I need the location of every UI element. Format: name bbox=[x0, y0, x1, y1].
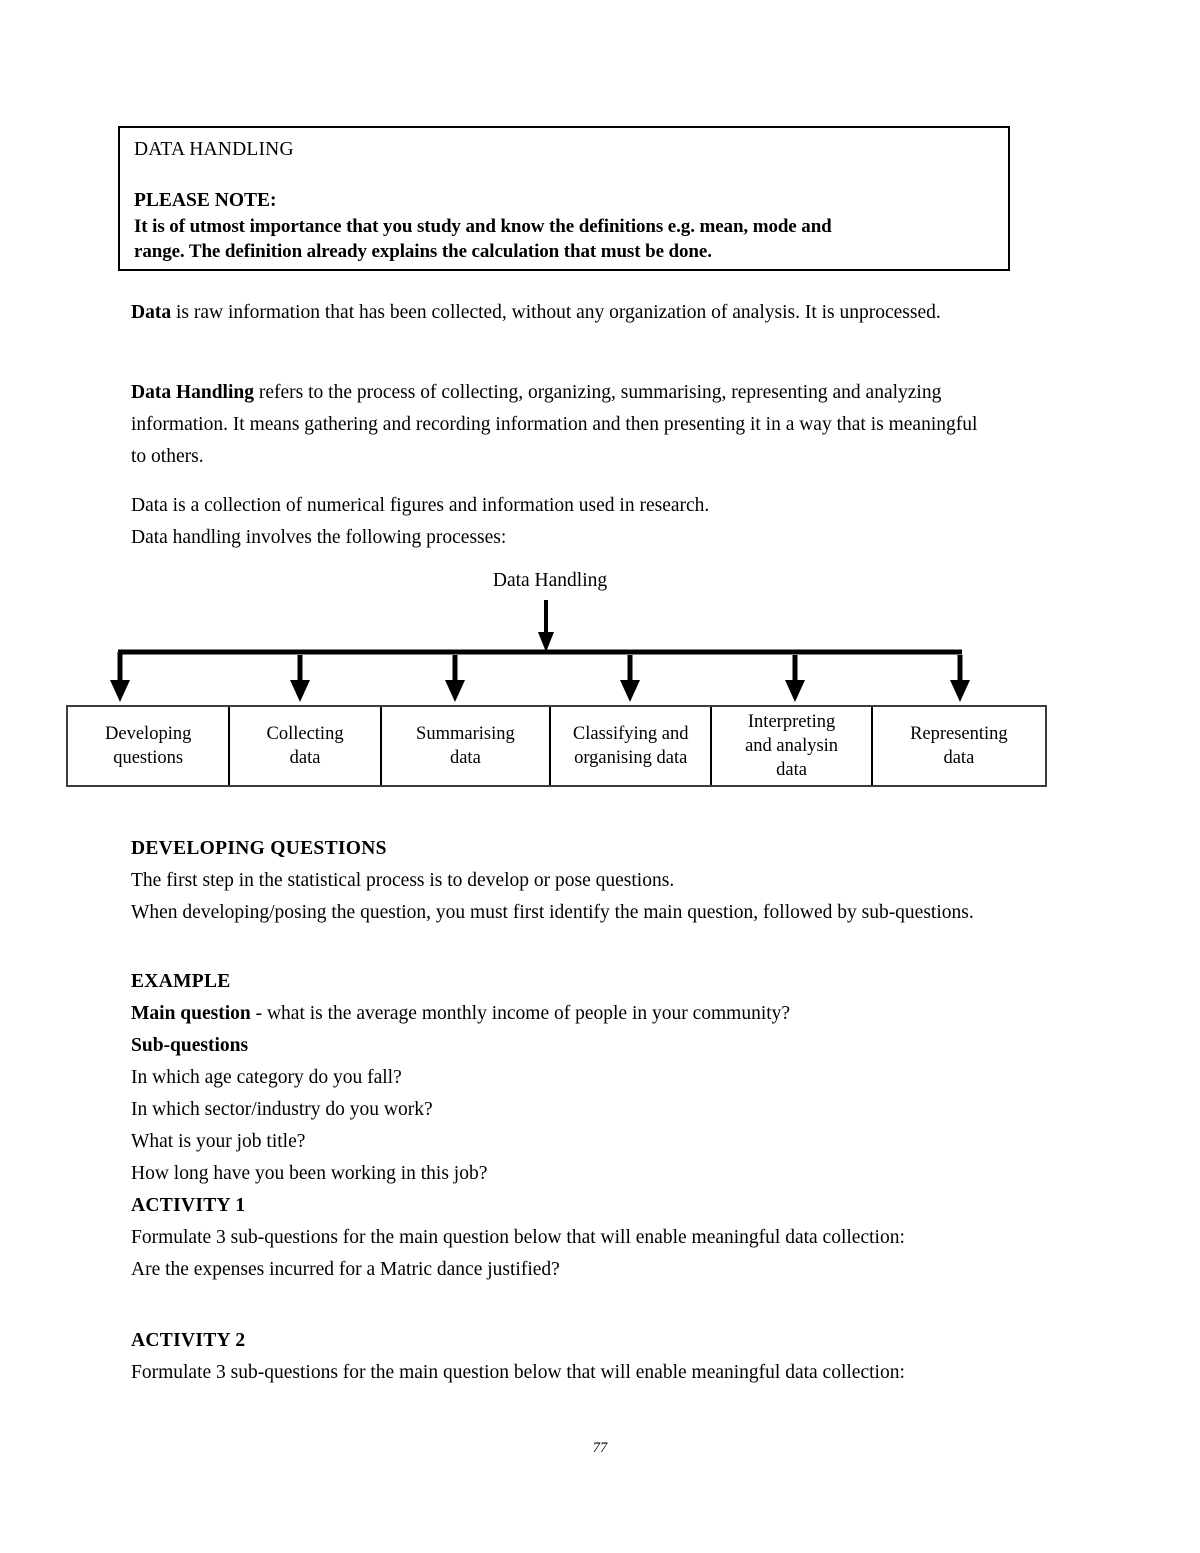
section-activity-1: ACTIVITY 1 Formulate 3 sub-questions for… bbox=[131, 1190, 1001, 1286]
page-number: 77 bbox=[592, 1440, 608, 1456]
please-note-box: DATA HANDLING PLEASE NOTE: It is of utmo… bbox=[118, 126, 1010, 271]
data-definition: is raw information that has been collect… bbox=[171, 302, 941, 323]
section-activity-2: ACTIVITY 2 Formulate 3 sub-questions for… bbox=[131, 1325, 1001, 1389]
notice-line-1: It is of utmost importance that you stud… bbox=[134, 215, 832, 237]
activity-1-question: Are the expenses incurred for a Matric d… bbox=[131, 1259, 560, 1280]
collection-line-2: Data handling involves the following pro… bbox=[131, 527, 507, 548]
flowchart-root-label: Data Handling bbox=[492, 570, 608, 591]
data-handling-term: Data Handling bbox=[131, 382, 254, 403]
example-main-question: Main question - what is the average mont… bbox=[131, 998, 1001, 1030]
developing-questions-heading: DEVELOPING QUESTIONS bbox=[131, 838, 387, 859]
data-handling-definition: refers to the process of collecting, org… bbox=[131, 382, 978, 467]
activity-2-heading: ACTIVITY 2 bbox=[131, 1330, 246, 1351]
section-developing-questions: DEVELOPING QUESTIONS The first step in t… bbox=[131, 833, 1001, 929]
section-example: EXAMPLE Main question - what is the aver… bbox=[131, 966, 1001, 1190]
activity-1-heading: ACTIVITY 1 bbox=[131, 1195, 246, 1216]
main-question-text: - what is the average monthly income of … bbox=[250, 1003, 791, 1024]
paragraph-collection: Data is a collection of numerical figure… bbox=[131, 490, 991, 554]
sub-question-item: What is your job title? bbox=[131, 1131, 306, 1152]
developing-questions-line-2: When developing/posing the question, you… bbox=[131, 902, 974, 923]
notice-line-2: range. The definition already explains t… bbox=[134, 241, 712, 263]
main-question-label: Main question bbox=[131, 1003, 251, 1024]
sub-question-item: In which sector/industry do you work? bbox=[131, 1099, 433, 1120]
paragraph-data-handling: Data Handling refers to the process of c… bbox=[131, 377, 991, 473]
activity-1-instruction: Formulate 3 sub-questions for the main q… bbox=[131, 1227, 905, 1248]
sub-questions-label: Sub-questions bbox=[131, 1035, 249, 1056]
please-note-label: PLEASE NOTE: bbox=[134, 190, 277, 212]
activity-2-instruction: Formulate 3 sub-questions for the main q… bbox=[131, 1362, 905, 1383]
collection-line-1: Data is a collection of numerical figure… bbox=[131, 495, 710, 516]
sub-question-item: How long have you been working in this j… bbox=[131, 1163, 488, 1184]
developing-questions-line-1: The first step in the statistical proces… bbox=[131, 870, 675, 891]
paragraph-data: Data is raw information that has been co… bbox=[131, 297, 991, 329]
sub-question-item: In which age category do you fall? bbox=[131, 1067, 402, 1088]
notice-spacer bbox=[134, 162, 996, 188]
notice-title: DATA HANDLING bbox=[134, 139, 294, 160]
data-term: Data bbox=[131, 302, 172, 323]
example-heading: EXAMPLE bbox=[131, 971, 231, 992]
